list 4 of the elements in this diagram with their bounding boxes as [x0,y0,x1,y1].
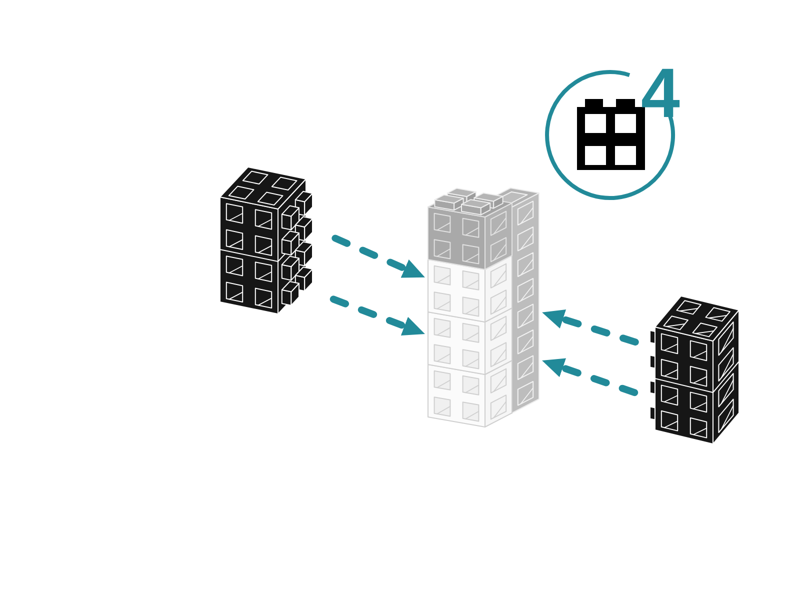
brick-stack [649,295,740,445]
brick-tower [427,187,540,428]
step-number: 4 [641,67,680,120]
brick-stack [219,166,314,315]
